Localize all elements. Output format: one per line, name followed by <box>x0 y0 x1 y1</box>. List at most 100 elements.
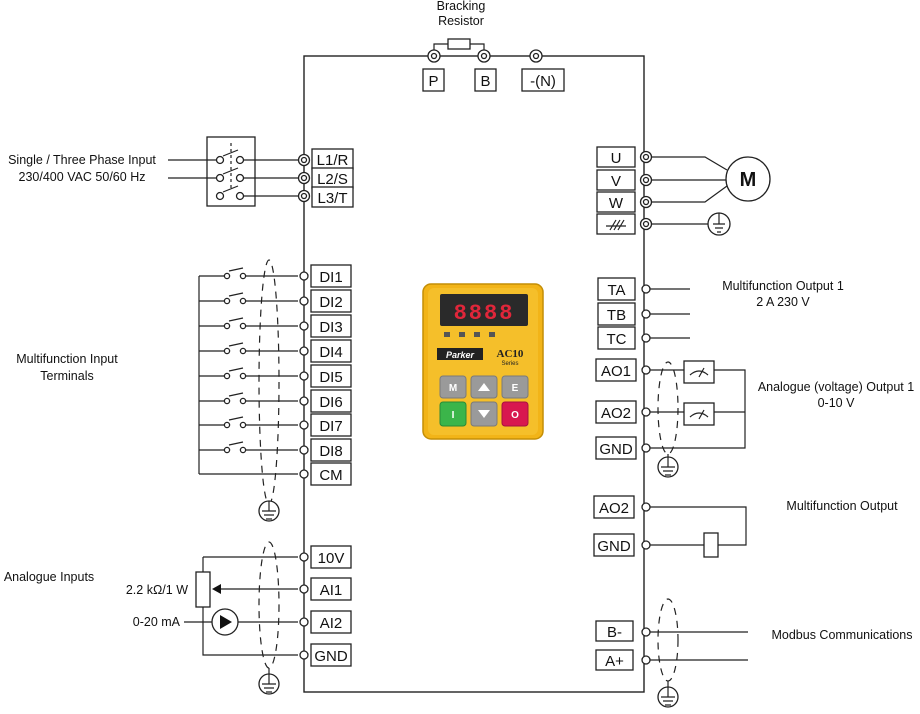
di-switch-2 <box>199 292 298 305</box>
mf-output1-label-2: 2 A 230 V <box>756 295 810 309</box>
di-screws <box>299 271 309 479</box>
relay-wires <box>641 284 690 343</box>
svg-text:A+: A+ <box>605 653 624 670</box>
svg-text:L2/S: L2/S <box>317 171 348 188</box>
di-switch-6 <box>199 392 298 405</box>
terminal-tc: TC <box>597 326 636 350</box>
svg-text:V: V <box>611 173 621 190</box>
mf-output-wiring <box>641 502 747 558</box>
svg-text:CM: CM <box>319 467 342 484</box>
di-switch-array <box>198 267 298 475</box>
svg-text:AO1: AO1 <box>601 363 631 380</box>
terminal-l2: L2/S <box>311 167 354 189</box>
terminal-v: V <box>596 169 636 191</box>
svg-text:AO2: AO2 <box>601 405 631 422</box>
svg-text:-(N): -(N) <box>530 73 556 90</box>
terminal-ao2-b: AO2 <box>593 495 635 519</box>
terminal-di3: DI3 <box>310 314 352 338</box>
svg-text:GND: GND <box>597 538 631 555</box>
svg-text:10V: 10V <box>318 550 345 567</box>
terminal-ai2: AI2 <box>310 610 352 634</box>
svg-text:GND: GND <box>314 648 348 665</box>
svg-text:M: M <box>449 383 457 394</box>
svg-text:AI1: AI1 <box>320 582 343 599</box>
svg-text:L3/T: L3/T <box>317 190 347 207</box>
keypad-leds <box>444 332 495 337</box>
keypad-display <box>440 294 528 326</box>
down-arrow-icon <box>478 410 490 418</box>
di-switch-8 <box>199 441 298 454</box>
terminal-di7: DI7 <box>310 413 352 437</box>
motor-symbol: M <box>725 156 771 202</box>
svg-text:TC: TC <box>607 331 627 348</box>
terminal-ai-gnd: GND <box>310 643 352 667</box>
svg-text:TB: TB <box>607 307 626 324</box>
svg-text:U: U <box>611 150 622 167</box>
terminal-ao1: AO1 <box>595 358 637 382</box>
terminal-di8: DI8 <box>310 438 352 462</box>
di-switch-1 <box>199 267 298 280</box>
terminal-n: -(N) <box>521 68 565 92</box>
modbus-label: Modbus Communications <box>771 628 912 642</box>
terminal-10v: 10V <box>310 545 352 569</box>
terminal-di4: DI4 <box>310 339 352 363</box>
svg-text:DI1: DI1 <box>319 269 342 286</box>
modbus-shield <box>657 598 679 708</box>
terminal-b-minus: B- <box>595 620 634 642</box>
key-e <box>501 375 529 399</box>
key-o <box>501 401 529 427</box>
phase-input-label: Single / Three Phase Input <box>8 153 156 167</box>
svg-text:I: I <box>452 410 455 421</box>
di-shield <box>258 259 280 522</box>
svg-text:DI7: DI7 <box>319 418 342 435</box>
ai-screws <box>299 552 309 660</box>
terminal-cm: CM <box>310 462 352 486</box>
key-m <box>439 375 467 399</box>
ao-wiring <box>641 360 746 453</box>
terminal-l3: L3/T <box>311 186 354 208</box>
mf-input-label: Multifunction Input <box>16 352 118 366</box>
series-label: Series <box>501 361 518 367</box>
terminal-ta: TA <box>597 277 636 301</box>
parker-logo <box>437 348 483 360</box>
mf-input-label-2: Terminals <box>40 369 94 383</box>
terminal-p: P <box>422 68 445 92</box>
analogue-inputs-label: Analogue Inputs <box>4 570 94 584</box>
terminal-ao2-a: AO2 <box>595 400 637 424</box>
current-source <box>184 608 298 636</box>
up-arrow-icon <box>478 383 490 391</box>
svg-text:L1/R: L1/R <box>317 152 349 169</box>
terminal-b: B <box>474 68 497 92</box>
mf-output-label: Multifunction Output <box>786 499 898 513</box>
svg-text:DI4: DI4 <box>319 344 342 361</box>
terminal-mf-gnd: GND <box>593 533 635 557</box>
svg-text:O: O <box>511 410 519 421</box>
svg-text:DI8: DI8 <box>319 443 342 460</box>
power-input-screws <box>297 153 311 203</box>
keypad-display-digits: 8888 <box>454 301 515 326</box>
terminal-a-plus: A+ <box>595 649 634 671</box>
mf-output1-label: Multifunction Output 1 <box>722 279 844 293</box>
ao-output-label: Analogue (voltage) Output 1 <box>758 380 914 394</box>
keypad: 8888 Parker AC10 Series M E I O <box>422 283 544 440</box>
svg-text:DI6: DI6 <box>319 394 342 411</box>
di-switch-5 <box>199 367 298 380</box>
braking-resistor-symbol <box>433 38 485 53</box>
svg-text:TA: TA <box>607 282 625 299</box>
model-label: AC10 <box>497 348 524 360</box>
pe-ground-icon <box>707 212 731 236</box>
svg-text:M: M <box>740 169 757 191</box>
di-switch-3 <box>199 317 298 330</box>
terminal-screws-top <box>427 49 543 63</box>
terminal-di6: DI6 <box>310 389 352 413</box>
svg-text:DI2: DI2 <box>319 294 342 311</box>
modbus-wiring <box>641 627 748 665</box>
input-breaker <box>168 136 298 207</box>
ao-shield <box>657 361 679 478</box>
di-switch-4 <box>199 342 298 355</box>
svg-text:P: P <box>428 73 438 90</box>
motor-output-screws <box>639 150 653 231</box>
ao-output-label-2: 0-10 V <box>818 396 855 410</box>
parker-logo-text: Parker <box>446 350 475 360</box>
terminal-l1: L1/R <box>311 148 354 170</box>
